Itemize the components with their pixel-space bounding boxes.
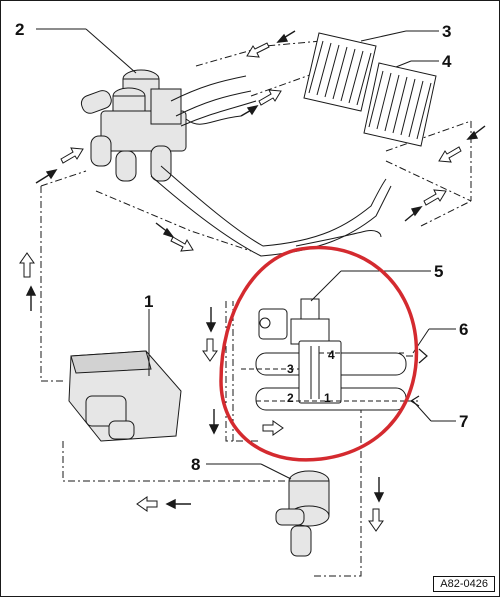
callout-4: 4 — [442, 52, 452, 71]
callout-2: 2 — [15, 20, 25, 39]
callout-7: 7 — [459, 412, 469, 431]
reference-code: A82-0426 — [433, 576, 495, 592]
flow-arrows-outline — [19, 42, 462, 532]
valve-port-arrows — [409, 348, 428, 407]
callout-1: 1 — [144, 292, 154, 311]
callout-8: 8 — [191, 455, 201, 474]
pump-part-8 — [275, 470, 330, 557]
callout-5: 5 — [434, 262, 444, 281]
callout-6: 6 — [459, 320, 469, 339]
valve-port-1: 1 — [324, 391, 331, 405]
heat-exchanger-part-3 — [303, 32, 377, 112]
flow-arrows-filled — [25, 30, 486, 510]
changeover-valve-part-5 — [241, 298, 407, 411]
valve-block-part-2 — [80, 69, 187, 182]
flow-lines — [40, 40, 472, 577]
auxiliary-heater-part-1 — [68, 350, 182, 442]
valve-port-4: 4 — [328, 348, 335, 362]
valve-port-2: 2 — [287, 391, 294, 405]
valve-port-3: 3 — [287, 362, 294, 376]
heat-exchanger-part-4 — [363, 62, 437, 147]
callout-3: 3 — [442, 22, 452, 41]
callout-lines — [36, 28, 456, 480]
highlight-circle — [219, 245, 419, 462]
